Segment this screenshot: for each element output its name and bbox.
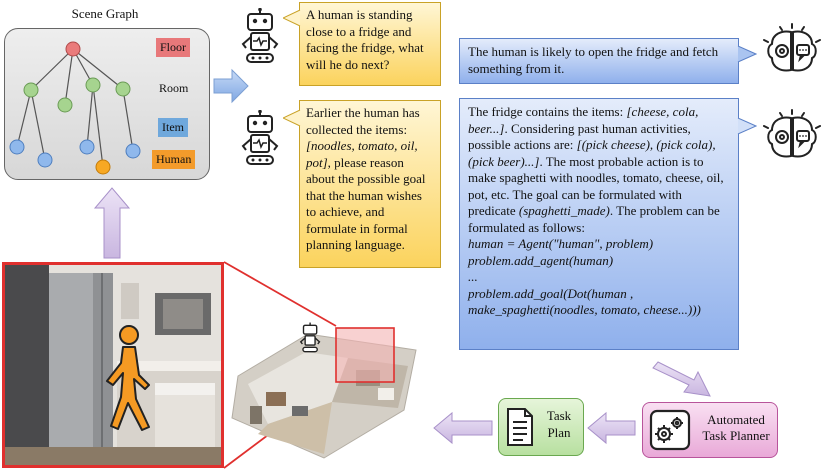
scene-graph-panel: Floor Room Item Human bbox=[4, 28, 210, 180]
automated-task-planner: Automated Task Planner bbox=[642, 402, 778, 458]
legend-human: Human bbox=[152, 150, 196, 169]
arrow-to-scene bbox=[433, 411, 493, 445]
prompt-1-text: A human is standing close to a fridge an… bbox=[306, 7, 424, 72]
response-2-text: . The most probable action is to make sp… bbox=[468, 153, 724, 219]
prompt-2-text-cont: , please reason about the possible goal … bbox=[306, 154, 426, 253]
bubble-tail bbox=[737, 46, 757, 62]
response-bubble-1: The human is likely to open the fridge a… bbox=[459, 38, 739, 84]
arrow-to-prompt bbox=[213, 68, 249, 104]
task-plan-label: Task Plan bbox=[546, 408, 572, 440]
bubble-tail bbox=[283, 110, 301, 126]
arrow-to-task-plan bbox=[587, 411, 636, 445]
task-plan: Task Plan bbox=[498, 398, 584, 456]
brain-icon bbox=[763, 23, 821, 72]
legend-item: Item bbox=[158, 118, 188, 137]
code-line: human = Agent("human", problem) bbox=[468, 236, 654, 251]
code-line: ... bbox=[468, 269, 478, 284]
brain-icon bbox=[763, 109, 821, 158]
gears-icon bbox=[649, 409, 691, 451]
human-icon bbox=[106, 325, 150, 431]
bubble-tail bbox=[737, 118, 757, 134]
zoom-region bbox=[335, 327, 395, 383]
response-1-text: The human is likely to open the fridge a… bbox=[468, 44, 719, 76]
response-2-text: . The problem can be formulated as follo… bbox=[468, 203, 720, 235]
zoom-line bbox=[223, 261, 337, 327]
scene-graph-tree bbox=[9, 41, 141, 175]
bubble-tail bbox=[283, 10, 301, 26]
prompt-bubble-2: Earlier the human has collected the item… bbox=[299, 100, 441, 268]
document-icon bbox=[507, 408, 533, 446]
room-node bbox=[85, 77, 101, 93]
response-2-actions: [(pick cheese), (pick cola), (pick beer)… bbox=[468, 137, 716, 169]
code-line: make_spaghetti(noodles, tomato, cheese..… bbox=[468, 302, 701, 317]
legend-floor: Floor bbox=[156, 38, 191, 57]
legend-room: Room bbox=[159, 81, 189, 95]
code-line: problem.add_agent(human) bbox=[468, 252, 614, 268]
planner-label: Automated Task Planner bbox=[702, 412, 770, 443]
item-node bbox=[125, 143, 141, 159]
room-node bbox=[57, 97, 73, 113]
response-2-predicate: (spaghetti_made) bbox=[518, 203, 610, 218]
robot-icon bbox=[241, 8, 279, 63]
floor-node bbox=[65, 41, 81, 57]
response-2-text: The fridge contains the items: bbox=[468, 104, 627, 119]
3d-scene-model bbox=[231, 322, 417, 459]
room-node bbox=[115, 81, 131, 97]
response-bubble-2: The fridge contains the items: [cheese, … bbox=[459, 98, 739, 350]
scene-graph-title: Scene Graph bbox=[71, 6, 139, 21]
item-node bbox=[79, 139, 95, 155]
human-node bbox=[95, 159, 111, 175]
kitchen-photo bbox=[2, 262, 224, 468]
room-node bbox=[23, 82, 39, 98]
arrow-up-to-scene-graph bbox=[93, 187, 131, 259]
code-line: problem.add_goal(Dot(human , bbox=[468, 285, 634, 301]
robot-icon bbox=[241, 110, 279, 165]
prompt-2-text: Earlier the human has collected the item… bbox=[306, 105, 420, 137]
robot-icon bbox=[299, 322, 321, 353]
item-node bbox=[9, 139, 25, 155]
response-2-fridge-items: [cheese, cola, beer...] bbox=[468, 104, 699, 136]
kitchen-scene bbox=[5, 265, 221, 465]
prompt-2-items: [noodles, tomato, oil, pot] bbox=[306, 138, 418, 170]
arrow-to-planner bbox=[652, 361, 711, 397]
item-node bbox=[37, 152, 53, 168]
response-2-text: . Considering past human activities, pos… bbox=[468, 120, 691, 153]
prompt-bubble-1: A human is standing close to a fridge an… bbox=[299, 2, 441, 86]
